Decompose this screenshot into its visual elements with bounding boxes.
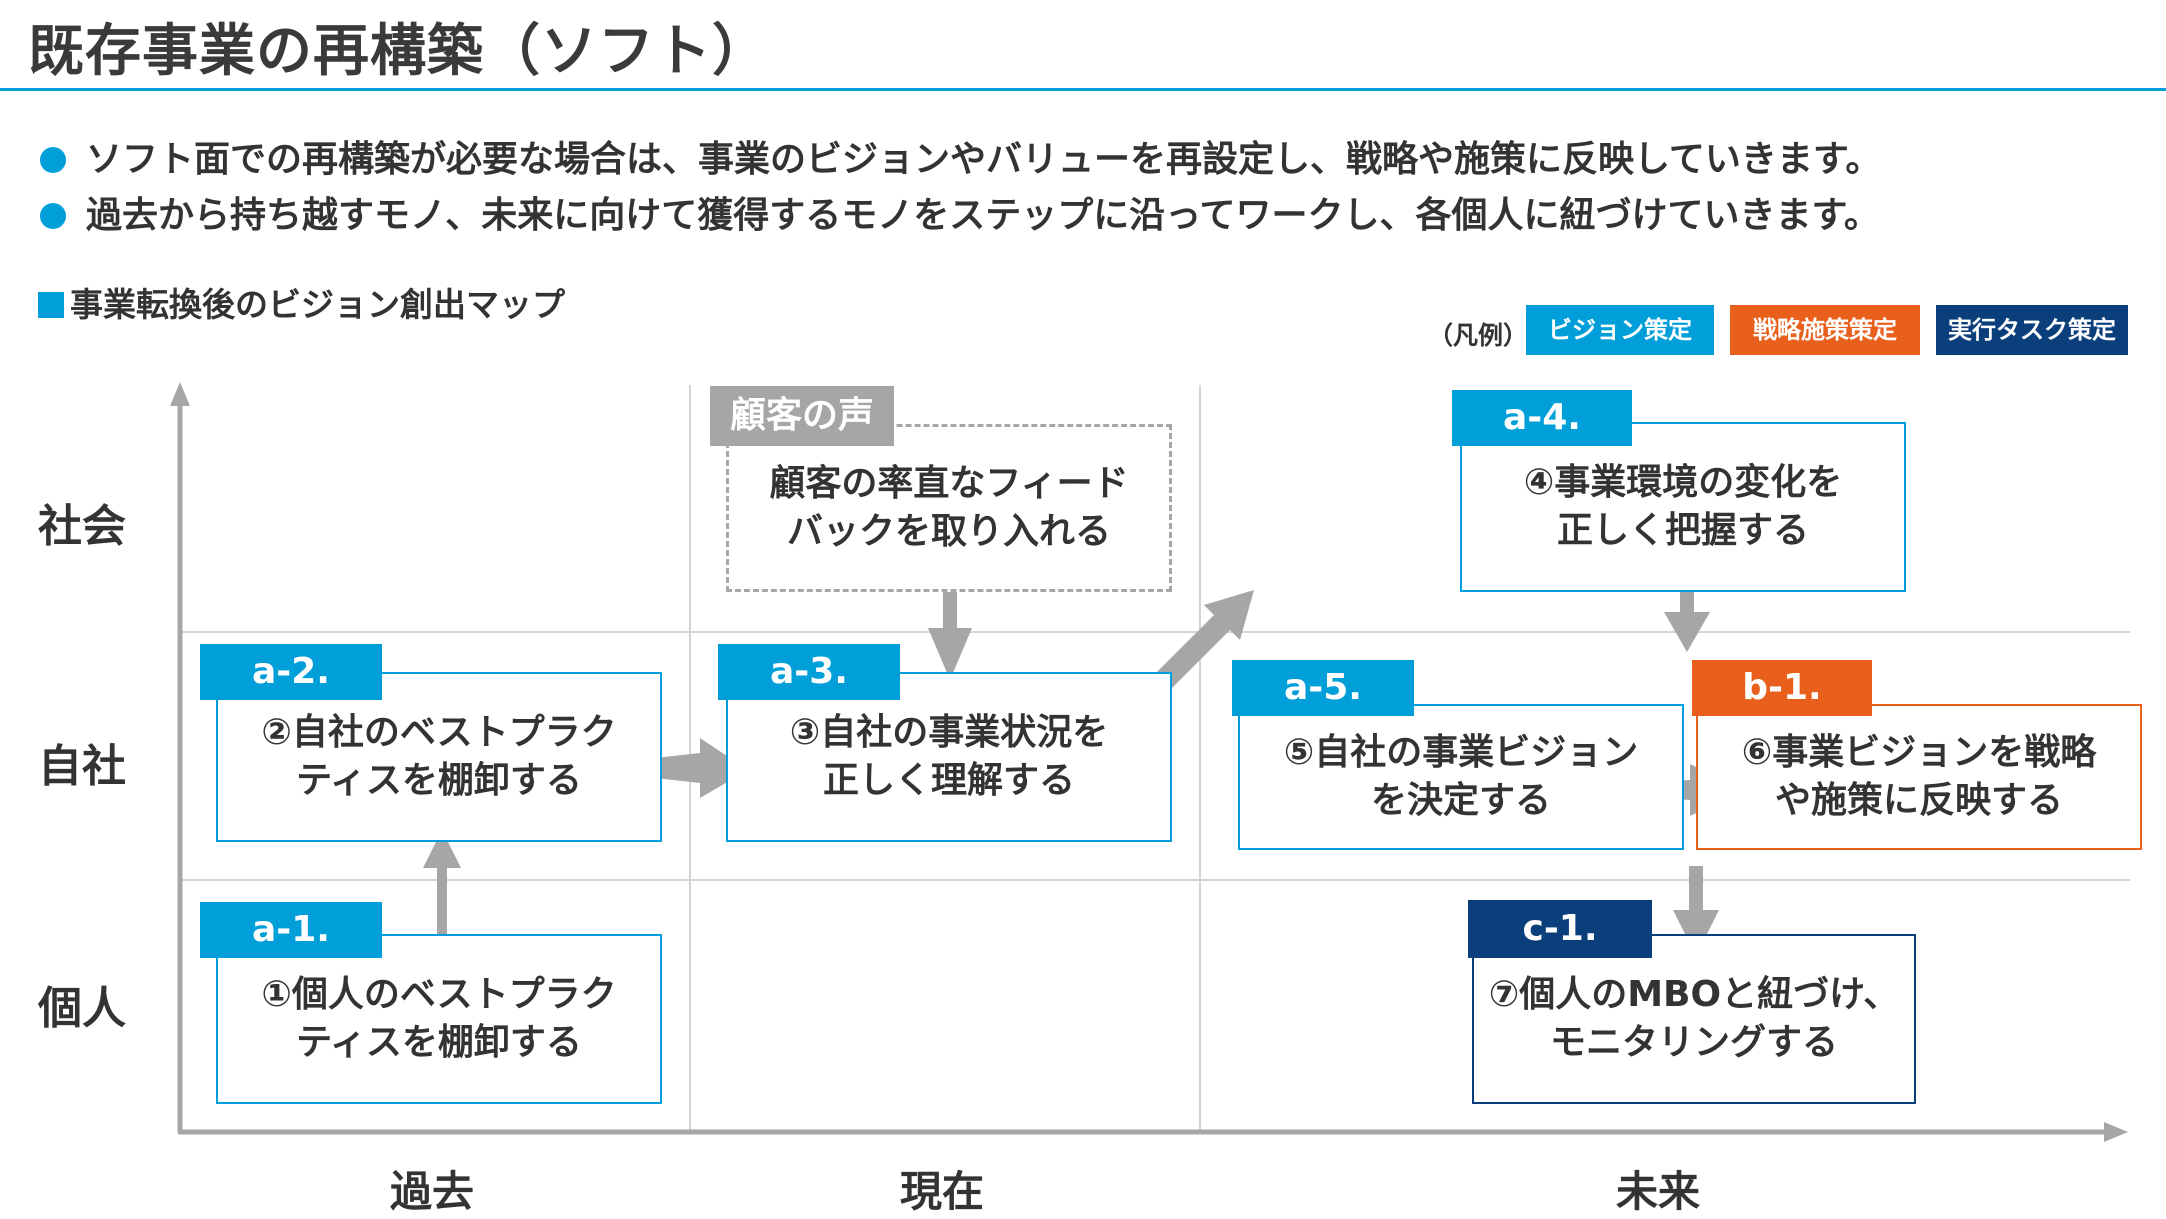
step-b1-box: ⑥事業ビジョンを戦略 や施策に反映する xyxy=(1696,704,2142,850)
customer-voice-box: 顧客の率直なフィード バックを取り入れる xyxy=(726,424,1172,592)
square-marker-icon xyxy=(38,292,64,318)
step-b1-tag: b-1. xyxy=(1692,660,1872,716)
customer-voice-tag: 顧客の声 xyxy=(710,386,894,446)
arrow-down-voice-a3-icon xyxy=(928,578,972,680)
row-label-company: 自社 xyxy=(38,741,126,792)
row-label-society: 社会 xyxy=(38,501,126,552)
bullet-text: 過去から持ち越すモノ、未来に向けて獲得するモノをステップに沿ってワークし、各個人… xyxy=(86,195,1880,236)
step-a3-line: ③自社の事業状況を xyxy=(789,712,1109,753)
bullet-dot-icon xyxy=(40,203,66,229)
legend-strategy: 戦略施策策定 xyxy=(1730,305,1920,355)
step-b1-line: ⑥事業ビジョンを戦略 xyxy=(1741,732,2097,773)
step-a2-box: ②自社のベストプラク ティスを棚卸する xyxy=(216,672,662,842)
row-label-individual: 個人 xyxy=(38,983,126,1034)
step-a1-tag: a-1. xyxy=(200,902,382,958)
step-a5-line: を決定する xyxy=(1370,780,1551,821)
step-c1-line: ⑦個人のMBOと紐づけ、 xyxy=(1488,974,1900,1015)
step-a5-tag: a-5. xyxy=(1232,660,1414,716)
bullet-text: ソフト面での再構築が必要な場合は、事業のビジョンやバリューを再設定し、戦略や施策… xyxy=(86,139,1882,180)
step-a5-line: ⑤自社の事業ビジョン xyxy=(1283,732,1639,773)
x-axis-arrow-icon xyxy=(2104,1122,2128,1142)
bullet-dot-icon xyxy=(40,147,66,173)
customer-voice-line: バックを取り入れる xyxy=(786,511,1111,552)
step-a4-box: ④事業環境の変化を 正しく把握する xyxy=(1460,422,1906,592)
step-a2-line: ティスを棚卸する xyxy=(296,760,582,801)
step-a3-box: ③自社の事業状況を 正しく理解する xyxy=(726,672,1172,842)
y-axis-arrow-icon xyxy=(170,382,190,406)
arrow-right-a2-a3-icon xyxy=(628,738,748,798)
arrow-up-a1-a2-icon xyxy=(423,830,461,938)
title-divider xyxy=(0,88,2166,91)
legend-label: （凡例） xyxy=(1428,321,1529,350)
page-title: 既存事業の再構築（ソフト） xyxy=(28,19,769,84)
step-a1-line: ティスを棚卸する xyxy=(296,1022,582,1063)
step-a3-line: 正しく理解する xyxy=(822,760,1075,801)
column-label-past: 過去 xyxy=(390,1167,475,1216)
step-a2-line: ②自社のベストプラク xyxy=(261,712,617,753)
map-title: 事業転換後のビジョン創出マップ xyxy=(38,278,565,326)
arrow-down-a4-b1-icon xyxy=(1664,578,1710,652)
step-c1-line: モニタリングする xyxy=(1549,1022,1838,1063)
step-c1-box: ⑦個人のMBOと紐づけ、 モニタリングする xyxy=(1472,934,1916,1104)
step-a4-line: 正しく把握する xyxy=(1556,510,1809,551)
arrow-down-b1-c1-icon xyxy=(1673,866,1719,956)
customer-voice-line: 顧客の率直なフィード xyxy=(769,463,1129,504)
column-label-present: 現在 xyxy=(900,1167,985,1216)
step-a1-line: ①個人のベストプラク xyxy=(261,974,617,1015)
step-a4-tag: a-4. xyxy=(1452,390,1632,446)
map-title-text: 事業転換後のビジョン創出マップ xyxy=(70,285,565,324)
step-a4-line: ④事業環境の変化を xyxy=(1523,462,1843,503)
arrow-diagonal-icon xyxy=(1154,590,1254,690)
bullet-item: 過去から持ち越すモノ、未来に向けて獲得するモノをステップに沿ってワークし、各個人… xyxy=(40,186,1880,238)
legend-task: 実行タスク策定 xyxy=(1936,305,2128,355)
step-a5-box: ⑤自社の事業ビジョン を決定する xyxy=(1238,704,1684,850)
step-a3-tag: a-3. xyxy=(718,644,900,700)
legend-vision: ビジョン策定 xyxy=(1526,305,1714,355)
step-a2-tag: a-2. xyxy=(200,644,382,700)
step-c1-tag: c-1. xyxy=(1468,900,1652,958)
column-label-future: 未来 xyxy=(1616,1167,1701,1216)
step-b1-line: や施策に反映する xyxy=(1774,780,2063,821)
step-a1-box: ①個人のベストプラク ティスを棚卸する xyxy=(216,934,662,1104)
bullet-item: ソフト面での再構築が必要な場合は、事業のビジョンやバリューを再設定し、戦略や施策… xyxy=(40,130,1881,182)
